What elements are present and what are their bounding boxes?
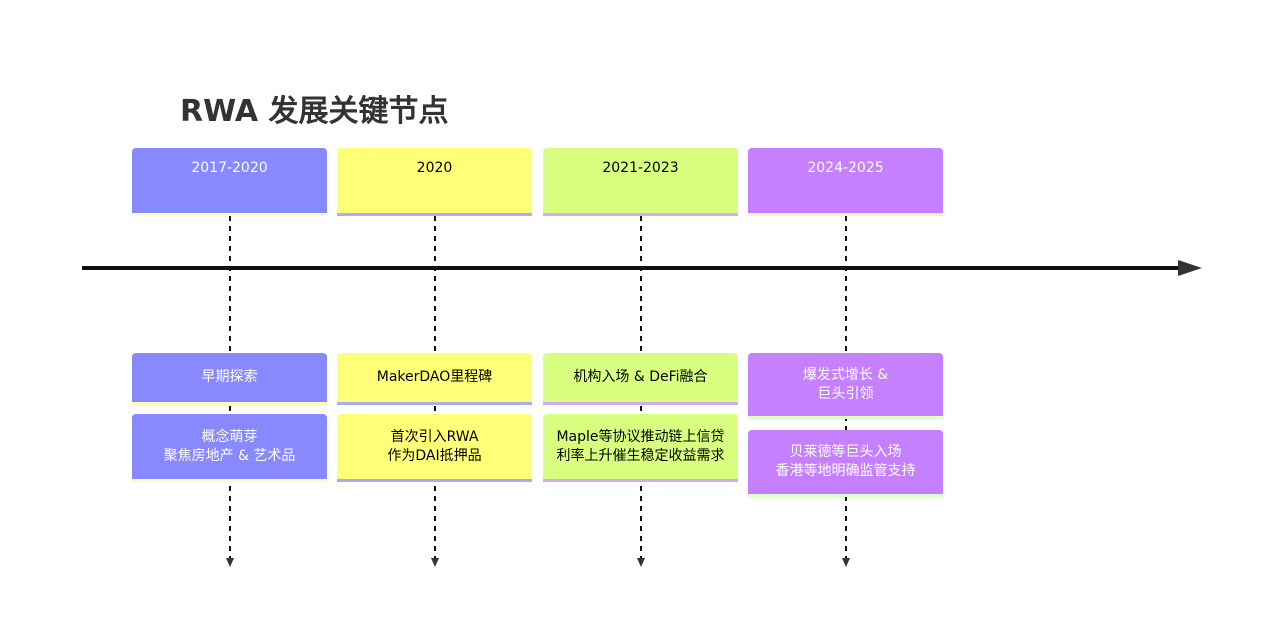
arrow-down-icon bbox=[431, 558, 439, 567]
event-box: 爆发式增长 & 巨头引领 bbox=[748, 353, 943, 419]
event-box: 机构入场 & DeFi融合 bbox=[543, 353, 738, 405]
arrow-down-icon bbox=[637, 558, 645, 567]
event-box: 概念萌芽 聚焦房地产 & 艺术品 bbox=[132, 414, 327, 482]
event-box: 首次引入RWA 作为DAI抵押品 bbox=[337, 414, 532, 482]
period-header: 2024-2025 bbox=[748, 148, 943, 216]
arrow-down-icon bbox=[842, 558, 850, 567]
event-box: Maple等协议推动链上信贷 利率上升催生稳定收益需求 bbox=[543, 414, 738, 482]
arrow-down-icon bbox=[226, 558, 234, 567]
event-box: 贝莱德等巨头入场 香港等地明确监管支持 bbox=[748, 430, 943, 497]
diagram-title: RWA 发展关键节点 bbox=[180, 94, 449, 129]
period-header: 2021-2023 bbox=[543, 148, 738, 216]
axis-arrowhead-icon bbox=[1178, 260, 1202, 276]
event-box: 早期探索 bbox=[132, 353, 327, 405]
period-header: 2017-2020 bbox=[132, 148, 327, 216]
event-box: MakerDAO里程碑 bbox=[337, 353, 532, 405]
period-header: 2020 bbox=[337, 148, 532, 216]
